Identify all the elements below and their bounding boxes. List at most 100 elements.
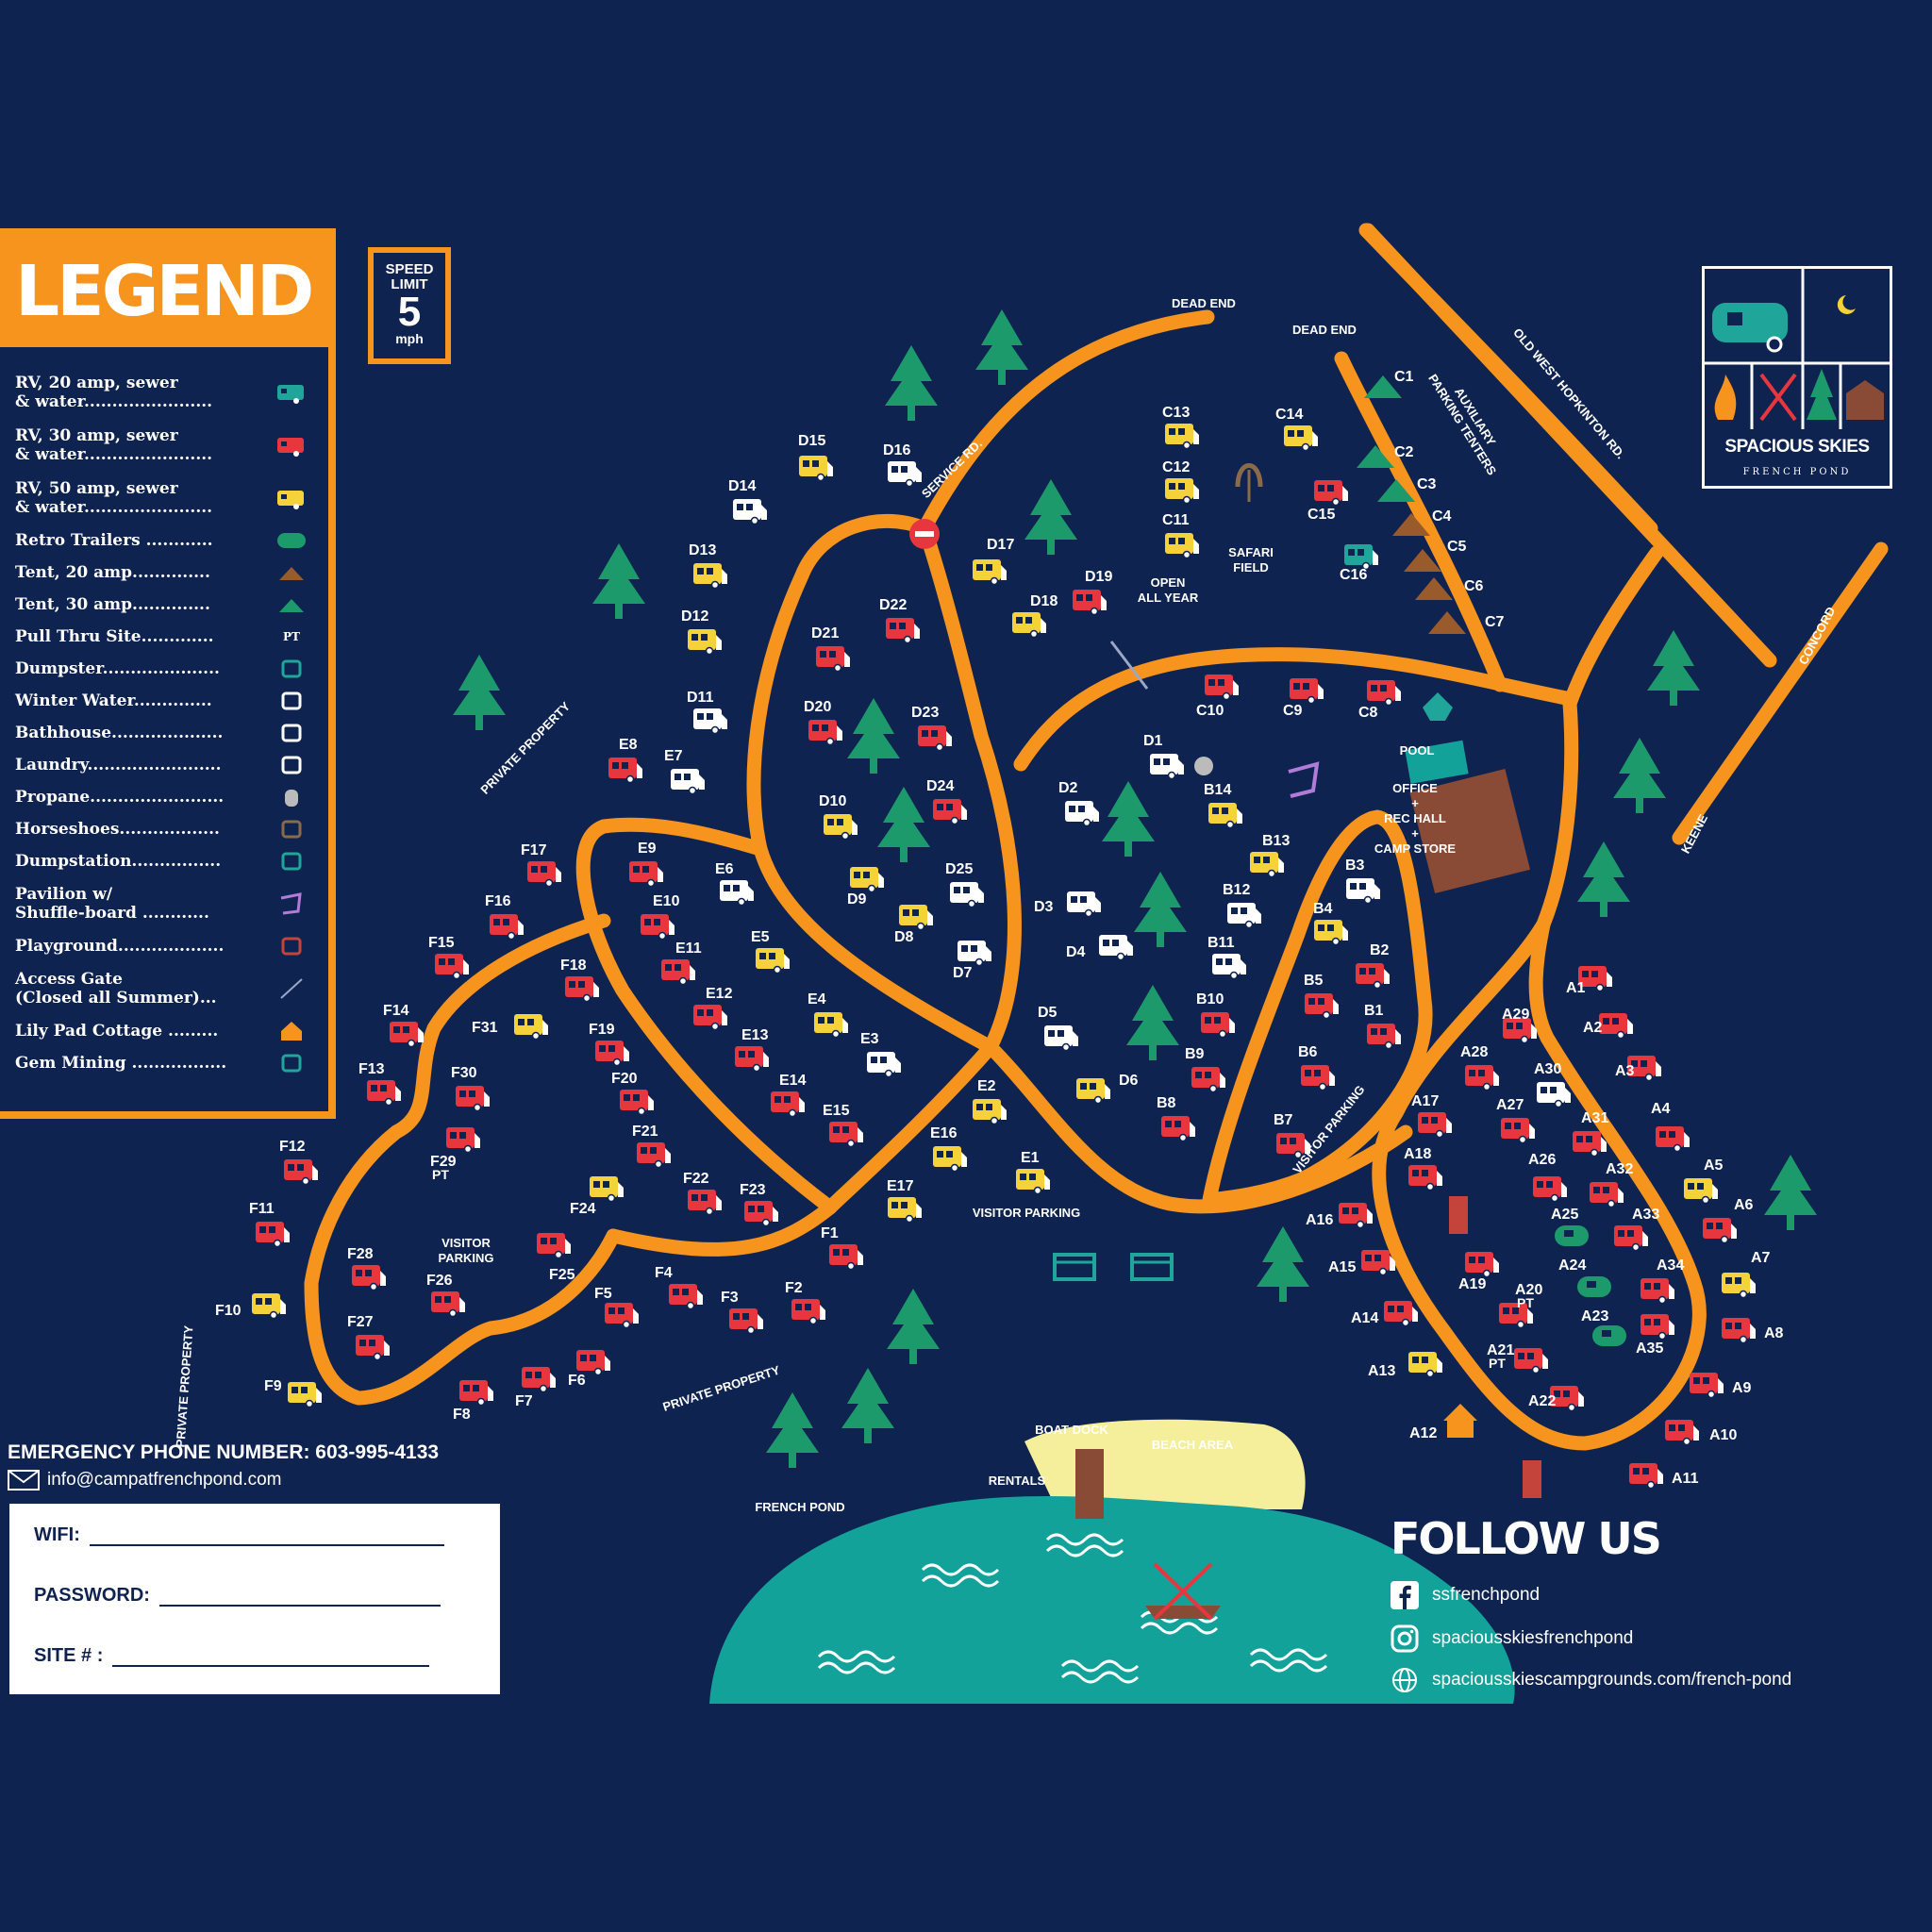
campsite-f28[interactable]: F28 [347,1246,386,1291]
campsite-f14[interactable]: F14 [383,1003,424,1048]
campsite-e11[interactable]: E11 [661,941,702,986]
campsite-a13[interactable]: A13 [1368,1352,1442,1379]
campsite-f24[interactable]: F24 [570,1176,624,1217]
campsite-a26[interactable]: A26 [1528,1152,1567,1203]
campsite-f1[interactable]: F1 [821,1225,863,1271]
campsite-f15[interactable]: F15 [428,935,469,980]
campsite-e2[interactable]: E2 [973,1078,1007,1125]
campsite-f30[interactable]: F30 [451,1065,490,1112]
email-row[interactable]: info@campatfrenchpond.com [8,1470,281,1491]
campsite-c4[interactable]: C4 [1392,508,1452,536]
campsite-f16[interactable]: F16 [485,893,524,941]
campsite-c10[interactable]: C10 [1196,675,1239,719]
campsite-d4[interactable]: D4 [1066,935,1133,961]
campsite-a1[interactable]: A1 [1566,966,1612,996]
campsite-d21[interactable]: D21 [811,625,850,673]
campsite-f22[interactable]: F22 [683,1171,722,1216]
website-link[interactable]: spaciousskiescampgrounds.com/french-pond [1391,1666,1791,1694]
campsite-f23[interactable]: F23 [740,1182,778,1227]
campsite-c14[interactable]: C14 [1275,407,1318,452]
campsite-d1[interactable]: D1 [1143,733,1184,780]
website-url[interactable]: spaciousskiescampgrounds.com/french-pond [1432,1670,1792,1690]
campsite-d11[interactable]: D11 [687,690,727,735]
campsite-e14[interactable]: E14 [771,1073,807,1118]
campsite-a30[interactable]: A30 [1534,1061,1571,1108]
campsite-d2[interactable]: D2 [1058,780,1099,827]
campsite-c13[interactable]: C13 [1162,405,1199,450]
campsite-d25[interactable]: D25 [945,861,984,908]
campsite-d5[interactable]: D5 [1038,1005,1078,1052]
campsite-a10[interactable]: A10 [1665,1420,1737,1446]
campsite-b7[interactable]: B7 [1274,1112,1310,1159]
campsite-f31[interactable]: F31 [472,1014,548,1041]
campsite-a15[interactable]: A15 [1328,1250,1395,1276]
campsite-f3[interactable]: F3 [721,1290,763,1335]
campsite-d8[interactable]: D8 [894,905,933,945]
campsite-f20[interactable]: F20 [611,1071,654,1116]
campsite-c2[interactable]: C2 [1357,444,1414,468]
campsite-c3[interactable]: C3 [1377,476,1437,502]
campsite-d12[interactable]: D12 [681,608,722,656]
campsite-a7[interactable]: A7 [1722,1250,1771,1299]
campsite-a9[interactable]: A9 [1690,1373,1752,1399]
campsite-f25[interactable]: F25 [537,1233,575,1283]
campsite-b10[interactable]: B10 [1196,991,1235,1039]
campsite-e15[interactable]: E15 [823,1103,863,1148]
campsite-d17[interactable]: D17 [973,537,1014,586]
campsite-c1[interactable]: C1 [1364,369,1414,398]
campsite-a16[interactable]: A16 [1306,1203,1373,1229]
campsite-a24[interactable]: A24 [1558,1257,1611,1297]
campsite-d6[interactable]: D6 [1076,1073,1139,1105]
facebook-link[interactable]: ssfrenchpond [1391,1581,1540,1609]
campsite-e13[interactable]: E13 [735,1027,769,1073]
campsite-e4[interactable]: E4 [808,991,848,1039]
campsite-b1[interactable]: B1 [1364,1003,1401,1050]
campsite-e16[interactable]: E16 [930,1125,967,1173]
campsite-f11[interactable]: F11 [249,1201,290,1248]
campsite-b9[interactable]: B9 [1185,1046,1225,1093]
campsite-e8[interactable]: E8 [608,737,642,784]
campsite-b4[interactable]: B4 [1313,901,1348,946]
campsite-f8[interactable]: F8 [453,1380,493,1423]
campsite-d10[interactable]: D10 [819,793,858,841]
facebook-handle[interactable]: ssfrenchpond [1432,1585,1541,1605]
campsite-c11[interactable]: C11 [1162,512,1199,559]
campsite-c5[interactable]: C5 [1404,539,1467,572]
campsite-f12[interactable]: F12 [279,1139,318,1186]
campsite-e6[interactable]: E6 [715,861,754,907]
campsite-a2[interactable]: A2 [1583,1013,1633,1040]
campsite-e17[interactable]: E17 [887,1178,922,1224]
campsite-f4[interactable]: F4 [655,1265,703,1310]
instagram-handle[interactable]: spaciousskiesfrenchpond [1432,1628,1634,1648]
campsite-a27[interactable]: A27 [1496,1097,1535,1144]
campsite-a31[interactable]: A31 [1573,1110,1608,1158]
campsite-d20[interactable]: D20 [804,699,842,746]
campsite-a18[interactable]: A18 [1404,1146,1442,1191]
campsite-b13[interactable]: B13 [1250,833,1290,878]
campsite-a17[interactable]: A17 [1411,1093,1452,1139]
campsite-e5[interactable]: E5 [751,929,790,974]
campsite-a28[interactable]: A28 [1460,1044,1499,1091]
campsite-d15[interactable]: D15 [798,433,833,482]
campsite-d19[interactable]: D19 [1073,569,1112,616]
campsite-f7[interactable]: F7 [515,1367,556,1409]
campsite-a32[interactable]: A32 [1590,1161,1633,1208]
campsite-a33[interactable]: A33 [1614,1207,1659,1252]
campsite-a19[interactable]: A19 [1458,1252,1499,1292]
campsite-d13[interactable]: D13 [689,542,727,590]
campsite-f5[interactable]: F5 [594,1286,639,1329]
campsite-f26[interactable]: F26 [426,1273,465,1318]
campsite-c9[interactable]: C9 [1283,678,1324,719]
campsite-b6[interactable]: B6 [1298,1044,1335,1091]
campsite-c16[interactable]: C16 [1340,544,1378,583]
campsite-d23[interactable]: D23 [911,705,952,752]
campsite-d16[interactable]: D16 [883,442,922,488]
campsite-d18[interactable]: D18 [1012,593,1058,639]
campsite-b3[interactable]: B3 [1345,858,1380,905]
campsite-a5[interactable]: A5 [1684,1158,1724,1205]
campsite-f21[interactable]: F21 [632,1124,671,1169]
campsite-e3[interactable]: E3 [860,1031,901,1078]
campsite-b8[interactable]: B8 [1157,1095,1195,1142]
campsite-e7[interactable]: E7 [664,748,705,795]
